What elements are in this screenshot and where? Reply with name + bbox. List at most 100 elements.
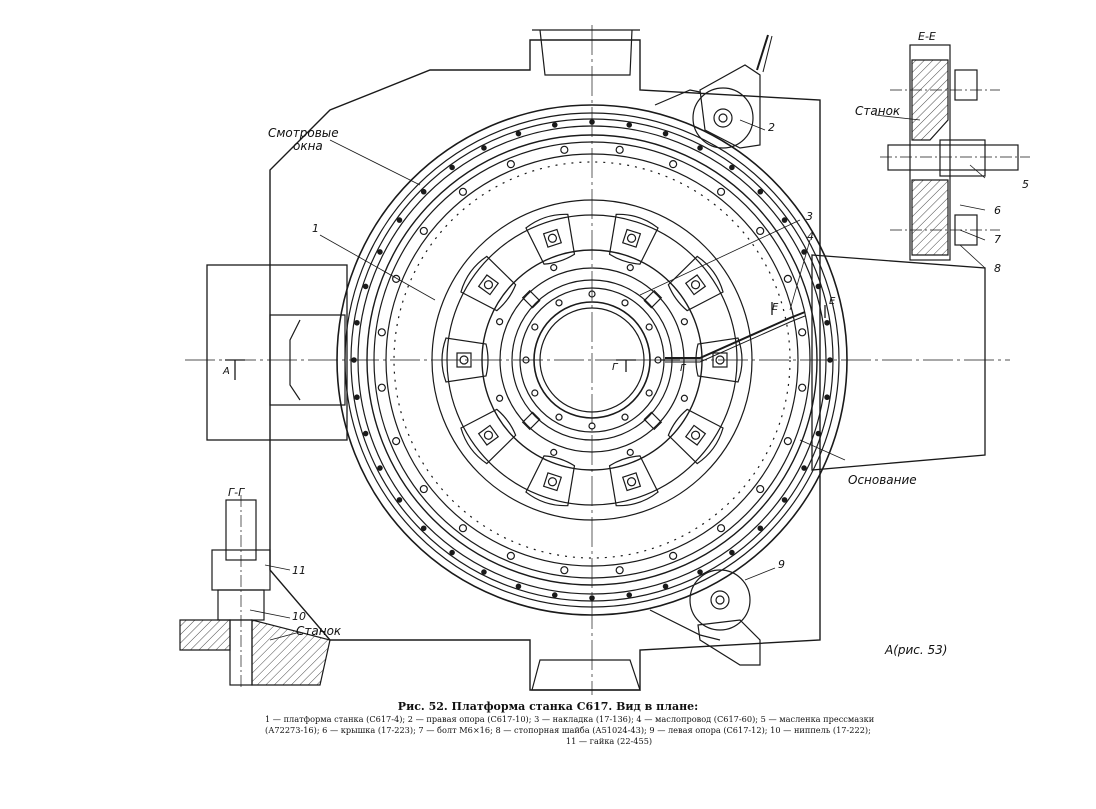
bolt-hole bbox=[716, 524, 726, 533]
bolt-hole bbox=[781, 497, 788, 503]
bolt-hole bbox=[458, 524, 468, 533]
label-ref-view: А(рис. 53) bbox=[885, 643, 948, 657]
bottom-column bbox=[531, 659, 641, 691]
bolt-hole bbox=[801, 249, 807, 255]
pad-outline bbox=[441, 337, 489, 383]
bolt-hole bbox=[757, 525, 764, 532]
figure-caption-title: Рис. 52. Платформа станка С617. Вид в пл… bbox=[397, 700, 699, 713]
pad-square bbox=[684, 424, 707, 446]
bolt-hole bbox=[680, 394, 688, 402]
label-machine-top: Станок bbox=[855, 104, 901, 118]
bolt-hole bbox=[555, 299, 563, 307]
bolt-hole bbox=[801, 465, 807, 471]
pad-hole bbox=[483, 280, 494, 290]
bolt-hole bbox=[815, 283, 822, 290]
bolt-hole bbox=[645, 389, 653, 397]
bolt-hole bbox=[716, 187, 726, 196]
left-block bbox=[206, 264, 348, 441]
bolt-hole bbox=[783, 274, 792, 283]
callout-9: 9 bbox=[778, 558, 785, 571]
label-mark-a: А bbox=[223, 366, 230, 377]
pad-square bbox=[621, 472, 642, 492]
bolt-hole bbox=[449, 549, 455, 556]
pad-square bbox=[684, 274, 707, 296]
pad bbox=[667, 255, 724, 312]
bolt-hole bbox=[449, 164, 455, 171]
section-gg bbox=[179, 495, 331, 690]
leader-lines bbox=[249, 114, 986, 641]
pad-outline bbox=[695, 337, 743, 383]
pad bbox=[460, 255, 517, 312]
bolt-hole bbox=[669, 160, 678, 169]
label-section-gg: Г-Г bbox=[228, 486, 245, 499]
label-mark-e-right: Е bbox=[829, 296, 836, 307]
bolt-hole bbox=[377, 249, 383, 255]
bolt-hole bbox=[824, 319, 830, 326]
bolt-hole bbox=[697, 145, 703, 151]
bolt-hole bbox=[392, 437, 401, 446]
bolt-hole bbox=[531, 389, 539, 397]
bolt-hole bbox=[396, 217, 403, 223]
callout-10: 10 bbox=[292, 610, 306, 623]
callout-1: 1 bbox=[312, 222, 319, 235]
pad bbox=[525, 213, 576, 265]
bolt-hole bbox=[560, 566, 569, 575]
pad-outline bbox=[460, 408, 517, 465]
label-base: Основание bbox=[848, 473, 917, 487]
clip bbox=[521, 289, 541, 309]
viewing-window-pads bbox=[441, 213, 743, 507]
bolt-hole bbox=[496, 318, 504, 326]
caption-line-1: 1 — платформа станка (С617-4); 2 — права… bbox=[265, 714, 875, 724]
bolt-hole bbox=[680, 318, 688, 326]
pad-outline bbox=[460, 255, 517, 312]
pad-square bbox=[542, 472, 563, 492]
pad-outline bbox=[525, 455, 576, 507]
label-mark-g: Г bbox=[612, 362, 618, 373]
bolt-hole bbox=[550, 448, 558, 456]
bolt-hole bbox=[626, 122, 633, 128]
label-section-ee: Е-Е bbox=[918, 30, 936, 43]
label-mark-g2: Г bbox=[680, 363, 686, 374]
right-support bbox=[654, 34, 773, 149]
bolt-hole bbox=[515, 583, 522, 590]
bolt-hole bbox=[798, 328, 807, 337]
callout-5: 5 bbox=[1022, 178, 1029, 191]
bolt-hole bbox=[697, 569, 703, 575]
bolt-hole bbox=[621, 413, 629, 421]
bolt-hole bbox=[377, 328, 386, 337]
pad-outline bbox=[608, 455, 659, 507]
pad-square bbox=[621, 228, 642, 248]
bolt-hole bbox=[354, 394, 360, 401]
bolt-hole bbox=[362, 430, 369, 437]
pad-hole bbox=[547, 233, 558, 243]
bolt-hole bbox=[669, 551, 678, 560]
bolt-hole bbox=[662, 583, 669, 590]
callout-2: 2 bbox=[768, 121, 775, 134]
bolt-hole bbox=[419, 484, 428, 494]
bolt-hole bbox=[615, 566, 624, 575]
bolt-hole bbox=[781, 217, 788, 223]
bolt-hole bbox=[506, 551, 515, 560]
pad-outline bbox=[608, 213, 659, 265]
bolt-hole bbox=[551, 122, 558, 128]
bolt-hole bbox=[729, 164, 735, 171]
label-mark-e-top: Е bbox=[772, 302, 779, 313]
pad-square bbox=[477, 274, 500, 296]
pad-hole bbox=[690, 430, 701, 440]
bolt-hole bbox=[645, 323, 653, 331]
callout-3: 3 bbox=[806, 210, 813, 223]
pad bbox=[667, 408, 724, 465]
bolt-hole bbox=[756, 226, 765, 236]
callout-6: 6 bbox=[994, 204, 1001, 217]
callout-4: 4 bbox=[807, 230, 814, 243]
marker-e bbox=[771, 302, 826, 318]
bolt-hole bbox=[496, 394, 504, 402]
pad bbox=[608, 213, 659, 265]
bolt-hole bbox=[420, 188, 427, 195]
pad bbox=[608, 455, 659, 507]
bolt-hole bbox=[662, 130, 669, 137]
bolt-hole bbox=[757, 188, 764, 195]
bolt-hole bbox=[555, 413, 563, 421]
bolt-hole bbox=[392, 274, 401, 283]
